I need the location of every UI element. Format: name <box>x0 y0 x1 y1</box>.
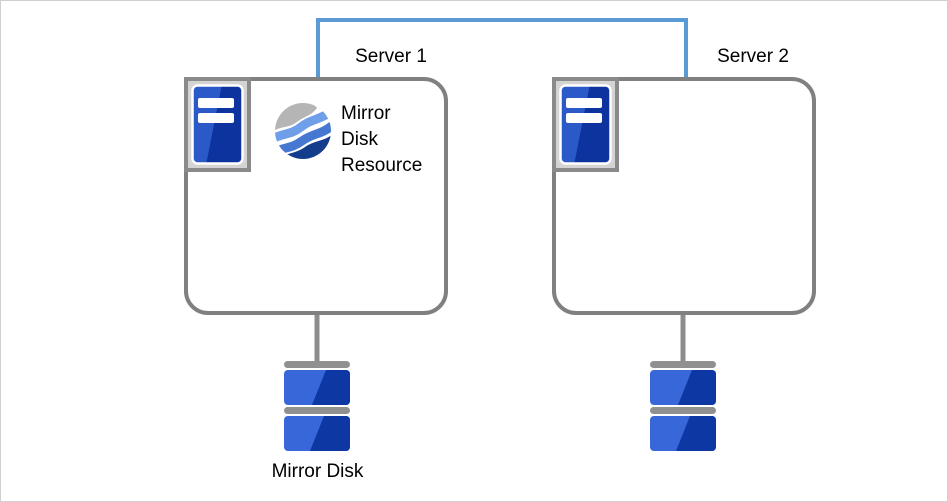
server2-label: Server 2 <box>717 46 789 67</box>
server2-tower-icon <box>552 77 619 172</box>
mirror-disk-resource-label: Mirror Disk Resource <box>341 103 423 176</box>
mirror-disk-icon-1 <box>284 361 350 451</box>
server1-label: Server 1 <box>355 46 427 67</box>
server-tower-glyph <box>559 84 612 165</box>
mirror-disk-resource-icon <box>275 103 331 159</box>
mirror-disk-icon-2 <box>650 361 716 451</box>
server2-box <box>552 77 816 315</box>
server-tower-glyph <box>191 84 244 165</box>
mirror-disk-label: Mirror Disk <box>271 461 364 482</box>
server1-tower-icon <box>184 77 251 172</box>
